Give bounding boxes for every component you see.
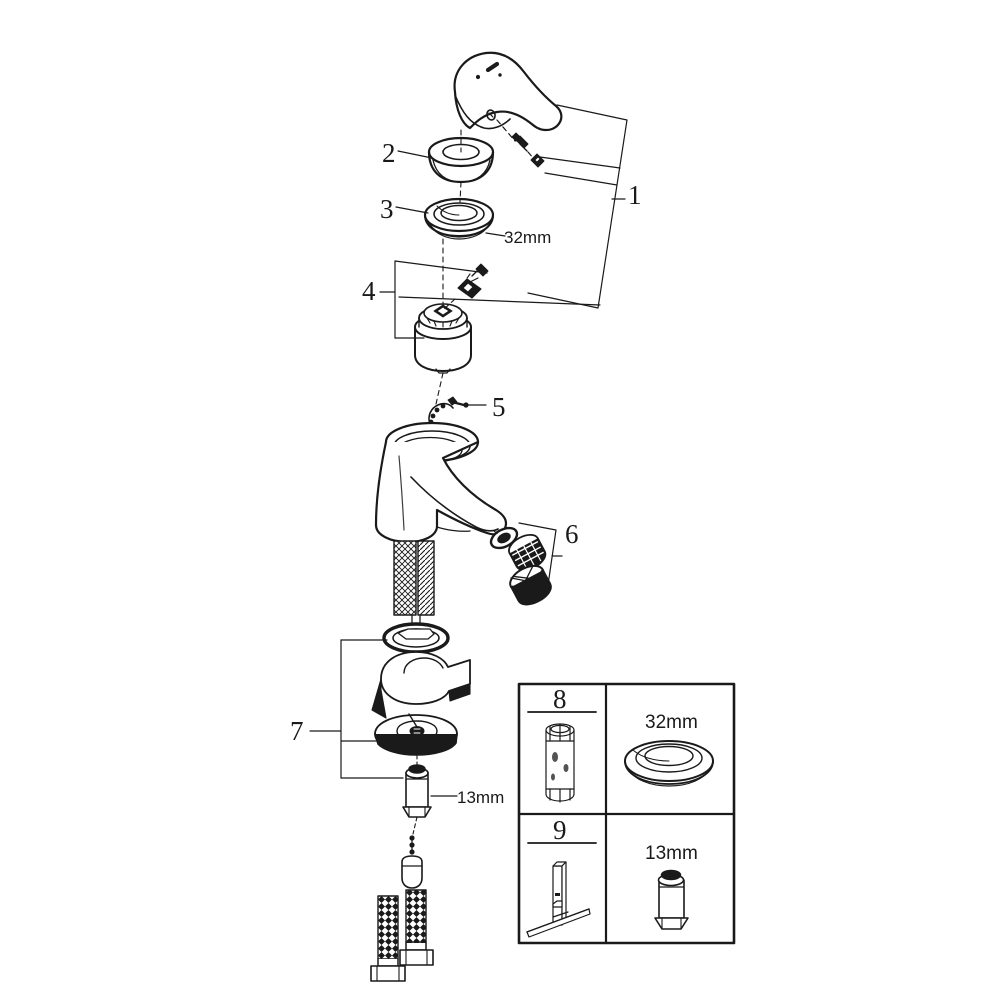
legend-item-9-tool — [526, 861, 591, 938]
callout-6-bracket — [510, 522, 563, 586]
part-threaded-stud — [401, 835, 423, 889]
legend-number-9: 9 — [553, 815, 567, 845]
dimension-label-13mm: 13mm — [457, 788, 505, 807]
legend-item-13mm-nut — [654, 869, 689, 930]
callout-number-2: 2 — [382, 138, 396, 168]
part-bracket-upper — [371, 651, 471, 719]
dimension-label-32mm: 32mm — [504, 228, 552, 247]
part-threaded-shank — [393, 540, 435, 616]
callout-7-bracket — [309, 639, 404, 779]
part-grub-screw — [511, 132, 529, 152]
legend-box-frame — [517, 682, 736, 945]
legend-dimension-32mm: 32mm — [645, 712, 698, 733]
part-aerator-housing — [509, 564, 552, 606]
part-faucet-body — [374, 421, 508, 544]
callout-1-bracket — [527, 104, 628, 309]
part-lever-handle — [453, 51, 563, 132]
part-handle-cap — [427, 136, 495, 184]
part-bracket-lower — [374, 713, 458, 756]
callout-number-3: 3 — [380, 194, 394, 224]
part-aerator-seal — [489, 526, 519, 550]
callout-number-6: 6 — [565, 519, 579, 549]
part-o-ring — [382, 622, 450, 654]
part-cartridge — [414, 303, 472, 374]
part-fixing-nut — [402, 764, 432, 818]
part-threaded-ring — [423, 197, 495, 240]
callout-number-4: 4 — [362, 276, 376, 306]
legend-dimension-13mm: 13mm — [645, 843, 698, 864]
part-cartridge-clip — [457, 277, 482, 299]
callout-number-5: 5 — [492, 392, 506, 422]
callout-number-1: 1 — [628, 180, 642, 210]
part-cover-plug — [530, 153, 545, 168]
callout-4-bracket — [379, 260, 601, 339]
callout-number-7: 7 — [290, 716, 304, 746]
part-aerator-mousseur — [508, 533, 547, 571]
part-cartridge-screw — [471, 263, 489, 277]
legend-item-8-tool — [545, 723, 575, 803]
part-flexible-hoses — [370, 889, 434, 982]
part-spring-clip — [428, 396, 469, 425]
legend-item-32mm-ring — [624, 740, 714, 787]
legend-number-8: 8 — [553, 684, 567, 714]
